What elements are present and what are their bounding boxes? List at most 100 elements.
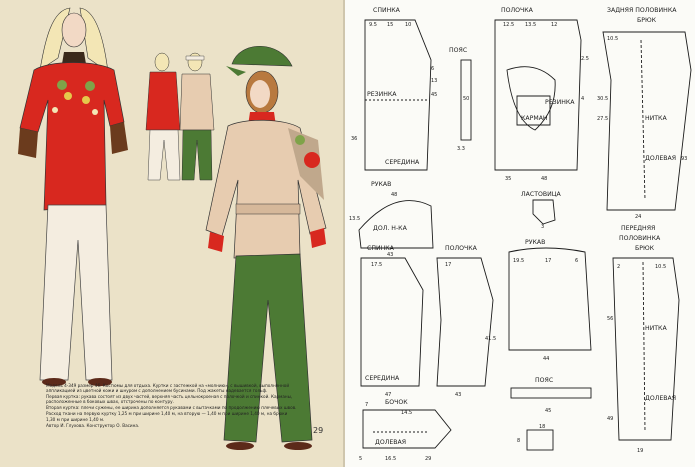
dim: 6: [431, 66, 434, 72]
dim: 41.5: [485, 336, 496, 342]
label-front-trousers: ПЕРЕДНЯЯ: [621, 225, 655, 232]
label-dolevaya-bochok: ДОЛЕВАЯ: [375, 439, 406, 446]
dim: 13.5: [349, 216, 360, 222]
label-seredina-lower: СЕРЕДИНА: [365, 375, 400, 382]
caption-second-jacket: Вторая куртка: плечи сужены, ее ширина д…: [46, 405, 297, 411]
belt-strip: [460, 59, 472, 141]
label-poyas: ПОЯС: [449, 47, 467, 54]
dim: 13.5: [525, 22, 536, 28]
page-number: 29: [313, 426, 324, 435]
dim: 36: [351, 136, 357, 142]
dim: 93: [681, 156, 687, 162]
label-dol-nitka-sleeve: ДОЛ. Н-КА: [373, 225, 408, 232]
caption-author: Автор И. Глухова. Конструктор О. Васина.: [46, 422, 140, 428]
label-nitka-front: НИТКА: [645, 325, 667, 332]
label-back-trousers: ЗАДНЯЯ ПОЛОВИНКА: [607, 7, 677, 14]
dim: 44: [543, 356, 549, 362]
caption-block: Модель 4-349 размер 46. Костюмы для отды…: [46, 383, 298, 429]
dim: 12: [551, 22, 557, 28]
side-panel-outline: [362, 409, 452, 449]
dim: 17.5: [371, 262, 382, 268]
dim: 48: [391, 192, 397, 198]
dim: 43: [455, 392, 461, 398]
label-rezinka-front: РЕЗИНКА: [545, 99, 575, 106]
dim: 7: [365, 402, 368, 408]
dim: 4: [581, 96, 584, 102]
back-piece-lower: [360, 257, 424, 387]
dim: 19: [637, 448, 643, 454]
dim: 56: [607, 316, 613, 322]
caption-first-jacket: Первая куртка: рукава состоят из двух ча…: [46, 394, 293, 405]
label-spinka: СПИНКА: [373, 7, 401, 14]
label-bryuk-front: БРЮК: [635, 245, 655, 252]
dim: 16.5: [385, 456, 396, 462]
label-nitka-back: НИТКА: [645, 115, 667, 122]
label-poyas-lower: ПОЯС: [535, 377, 553, 384]
dim: 43: [387, 252, 393, 258]
front-piece-outline: [494, 19, 582, 171]
dim: 24: [635, 214, 641, 220]
dim: 30.5: [597, 96, 608, 102]
label-dolevaya-front: ДОЛЕВАЯ: [645, 395, 676, 402]
dim: 13: [431, 78, 437, 84]
illustration-page: Модель 4-349 размер 46. Костюмы для отды…: [0, 0, 345, 467]
dim: 48: [541, 176, 547, 182]
caption-model: Модель 4-349 размер 46. Костюмы для отды…: [46, 383, 290, 394]
dim: 8: [517, 438, 520, 444]
label-bryuk: БРЮК: [637, 17, 657, 24]
back-piece-outline: [364, 19, 432, 171]
model-back-view-2: [179, 52, 215, 181]
dim: 45: [545, 408, 551, 414]
dim: 3.3: [457, 146, 465, 152]
label-spinka-lower: СПИНКА: [367, 245, 395, 252]
label-polochka: ПОЛОЧКА: [501, 7, 534, 14]
label-rukav: РУКАВ: [371, 181, 391, 188]
dim: 2.5: [581, 56, 589, 62]
dim: 19.5: [513, 258, 524, 264]
dim: 45: [431, 92, 437, 98]
label-rezinka: РЕЗИНКА: [367, 91, 397, 98]
trousers-back-outline: [602, 31, 692, 211]
caption-fabric: Расход ткани на первую куртку 1,25 м при…: [46, 411, 288, 422]
dim: 5: [359, 456, 362, 462]
label-bochok: БОЧОК: [385, 399, 408, 406]
dim: 2: [617, 264, 620, 270]
label-karman: КАРМАН: [521, 115, 548, 122]
dim: 49: [607, 416, 613, 422]
label-rukav-lower: РУКАВ: [525, 239, 545, 246]
fashion-illustration: [18, 7, 327, 450]
label-seredina: СЕРЕДИНА: [385, 159, 420, 166]
dim: 10: [405, 22, 411, 28]
dim: 12.5: [503, 22, 514, 28]
dim: 10.5: [655, 264, 666, 270]
dim: 35: [505, 176, 511, 182]
label-lastovitsa: ЛАСТОВИЦА: [521, 191, 562, 198]
sleeve-lower-outline: [508, 247, 592, 351]
dim: 50: [463, 96, 469, 102]
dim: 10.5: [607, 36, 618, 42]
label-front-half: ПОЛОВИНКА: [619, 235, 661, 242]
dim: 3: [541, 224, 544, 230]
model-beige-jacket: [205, 45, 327, 450]
sleeve-top-outline: [358, 200, 434, 249]
model-red-jacket: [18, 7, 128, 386]
gusset-outline: [532, 199, 556, 225]
dim: 47: [385, 392, 391, 398]
model-back-view: [145, 52, 181, 181]
dim: 15: [387, 22, 393, 28]
belt-loop: [526, 429, 554, 451]
trousers-front-outline: [612, 257, 680, 441]
dim: 6: [575, 258, 578, 264]
dim: 17: [445, 262, 451, 268]
pattern-drafts: СПИНКА ПОЛОЧКА ЗАДНЯЯ ПОЛОВИНКА БРЮК ПОЯ…: [349, 7, 692, 462]
dim: 29: [425, 456, 431, 462]
front-piece-lower: [436, 257, 494, 387]
label-dolevaya-back: ДОЛЕВАЯ: [645, 155, 676, 162]
label-polochka-lower: ПОЛОЧКА: [445, 245, 478, 252]
dim: 9.5: [369, 22, 377, 28]
dim: 18: [539, 424, 545, 430]
dim: 17: [545, 258, 551, 264]
dim: 14.5: [401, 410, 412, 416]
belt-lower: [510, 387, 592, 399]
